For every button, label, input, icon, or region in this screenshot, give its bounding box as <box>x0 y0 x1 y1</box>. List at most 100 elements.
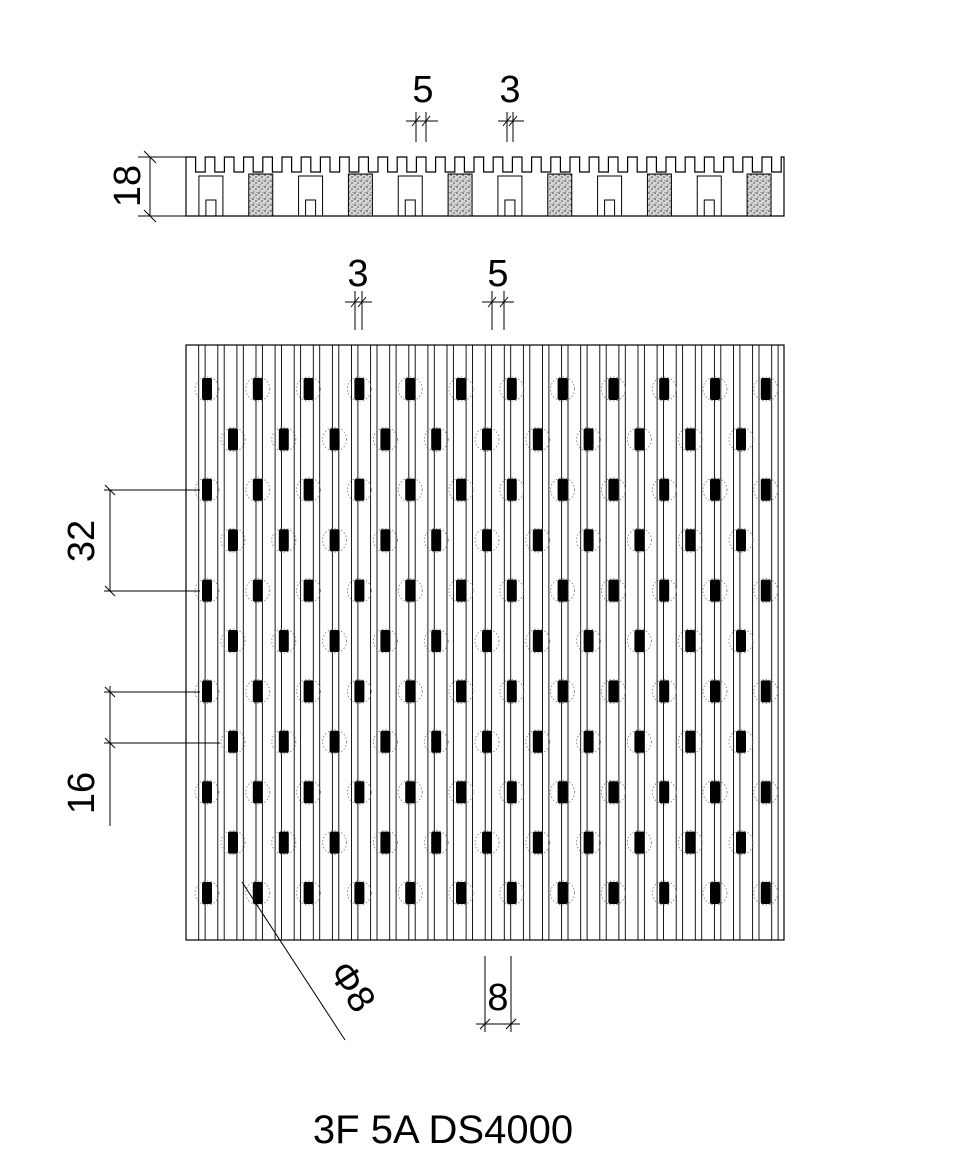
hole-outline-circle <box>753 679 779 704</box>
hole-outline-circle <box>550 376 575 402</box>
hole <box>608 882 619 904</box>
hole-outline-circle <box>753 880 779 906</box>
hole-outline-circle <box>474 729 500 755</box>
hole <box>228 428 238 451</box>
hole-outline-circle <box>474 628 500 654</box>
hole <box>634 831 645 854</box>
hole-outline-circle <box>576 527 601 553</box>
hole-outline-circle <box>702 679 728 704</box>
hole-outline-circle <box>753 477 779 503</box>
hole <box>329 428 340 451</box>
hole-outline-circle <box>499 477 525 503</box>
hole-outline-circle <box>271 729 297 755</box>
hole-outline-circle <box>245 376 271 402</box>
hole-outline-circle <box>702 376 728 402</box>
hole <box>608 478 619 501</box>
hole <box>557 478 568 501</box>
hole-outline-circle <box>677 426 703 452</box>
section-filler-insert <box>746 173 772 217</box>
hole <box>228 730 238 753</box>
plan-hole-spacing-label: 8 <box>487 977 508 1019</box>
hole <box>228 529 238 552</box>
hole-outline-circle <box>245 779 271 805</box>
hole <box>278 730 289 753</box>
plan-view: 3 5 32 16 <box>61 253 785 1041</box>
hole-outline-circle <box>753 376 779 402</box>
hole-outline-circle <box>728 830 754 855</box>
section-foot <box>305 199 317 217</box>
hole <box>659 781 670 804</box>
hole <box>303 882 314 904</box>
hole <box>278 428 289 451</box>
hole <box>685 529 696 552</box>
section-foot <box>604 199 616 217</box>
hole <box>506 882 517 904</box>
hole-outline-circle <box>423 830 449 855</box>
plan-row-offset-dimension <box>104 686 220 826</box>
drawing-caption: 3F 5A DS4000 <box>313 1108 573 1152</box>
hole-outline-circle <box>550 477 575 503</box>
hole <box>329 730 340 753</box>
hole-outline-circle <box>601 779 626 805</box>
hole <box>303 680 314 703</box>
hole-outline-circle <box>601 578 626 603</box>
hole <box>380 730 391 753</box>
hole <box>405 378 416 400</box>
hole <box>252 478 263 501</box>
hole-outline-circle <box>677 830 703 855</box>
hole <box>557 781 568 804</box>
hole <box>303 378 314 400</box>
plan-row-pitch-label: 32 <box>61 520 103 562</box>
hole-outline-circle <box>651 679 677 704</box>
hole <box>228 630 238 652</box>
hole <box>685 428 696 451</box>
hole-outline-circle <box>601 376 626 402</box>
hole-outline-circle <box>220 426 246 452</box>
hole <box>252 680 263 703</box>
section-filler-insert <box>646 173 672 217</box>
hole-outline-circle <box>322 527 348 553</box>
plan-row-offset-label: 16 <box>61 772 103 814</box>
plan-row-pitch-dimension <box>104 484 200 597</box>
hole-outline-circle <box>702 880 728 906</box>
section-rib-dimension <box>498 112 524 142</box>
hole-outline-circle <box>576 426 601 452</box>
plan-groove-label: 5 <box>487 253 508 295</box>
hole-outline-circle <box>525 729 551 755</box>
hole-outline-circle <box>448 679 474 704</box>
hole-outline-circle <box>728 426 754 452</box>
hole <box>456 378 466 400</box>
hole-outline-circle <box>397 477 423 503</box>
hole <box>736 529 746 552</box>
hole-outline-circle <box>245 477 271 503</box>
hole-diameter-leader <box>241 881 346 1041</box>
hole-outline-circle <box>525 426 551 452</box>
hole-outline-circle <box>194 779 220 805</box>
hole <box>710 579 720 602</box>
hole <box>710 882 720 904</box>
hole-outline-circle <box>550 880 575 906</box>
hole-outline-circle <box>627 830 652 855</box>
hole-outline-circle <box>296 779 322 805</box>
hole <box>405 478 416 501</box>
hole <box>202 378 212 400</box>
hole <box>532 831 543 854</box>
hole <box>634 529 645 552</box>
hole <box>303 478 314 501</box>
hole <box>354 478 365 501</box>
hole-outline-circle <box>525 830 551 855</box>
section-groove-dimension <box>406 112 438 142</box>
hole <box>608 378 619 400</box>
plan-groove-dimension <box>482 291 514 330</box>
hole-outline-circle <box>397 779 423 805</box>
hole-outline-circle <box>651 779 677 805</box>
hole <box>431 630 442 652</box>
hole-outline-circle <box>271 426 297 452</box>
hole-outline-circle <box>322 729 348 755</box>
hole <box>685 630 696 652</box>
hole <box>228 831 238 854</box>
hole-outline-circle <box>372 527 398 553</box>
hole <box>482 730 492 753</box>
hole-outline-circle <box>550 679 575 704</box>
hole-outline-circle <box>245 880 271 906</box>
